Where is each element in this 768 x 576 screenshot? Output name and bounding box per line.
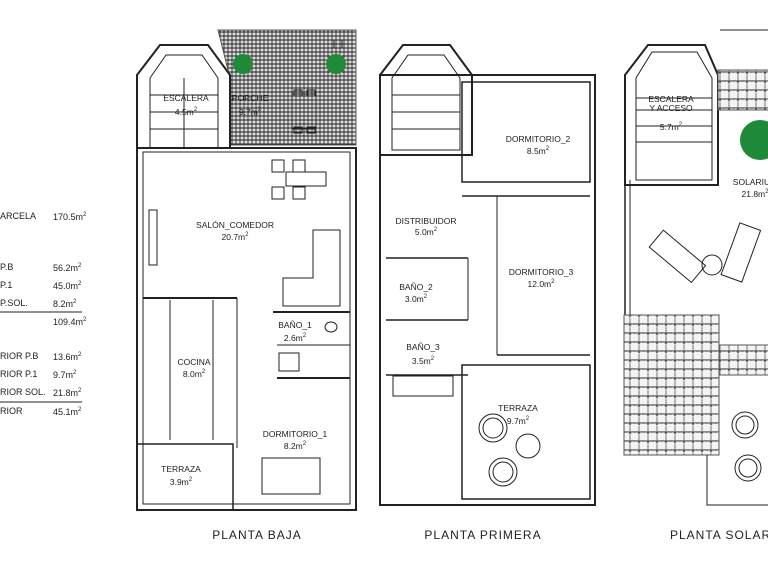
summary-label: P.1 [0,280,13,290]
summary-label: RIOR SOL. [0,387,46,397]
summary-label: RIOR [0,406,23,416]
room-label: SOLARIUM21.8m2 [732,177,768,199]
summary-value: 45.1m2 [53,407,82,417]
summary-value: 9.7m2 [53,370,77,380]
plant-icon [233,54,253,74]
summary-value: 170.5m2 [53,212,87,222]
summary-label: P.SOL. [0,298,28,308]
plant-icon [326,54,346,74]
summary-label: P.B [0,262,14,272]
porch-area [217,29,357,146]
summary-value: 45.0m2 [53,281,82,291]
plant-icon [740,120,768,160]
plan-title: PLANTA BAJA [212,528,302,542]
plan-baja [136,29,357,511]
summary-value: 56.2m2 [53,263,82,273]
plan-primera [379,44,596,506]
summary-value: 8.2m2 [53,299,77,309]
plan-title: PLANTA SOLARIUM [670,528,768,542]
summary-label: RIOR P.1 [0,369,38,379]
summary-label: ARCELA [0,211,37,221]
summary-label: RIOR P.B [0,351,39,361]
summary-value: 13.6m2 [53,352,82,362]
summary-value: 21.8m2 [53,388,82,398]
plan-solarium [623,29,768,506]
plan-title: PLANTA PRIMERA [424,528,542,542]
summary-total: 109.4m2 [53,317,87,327]
